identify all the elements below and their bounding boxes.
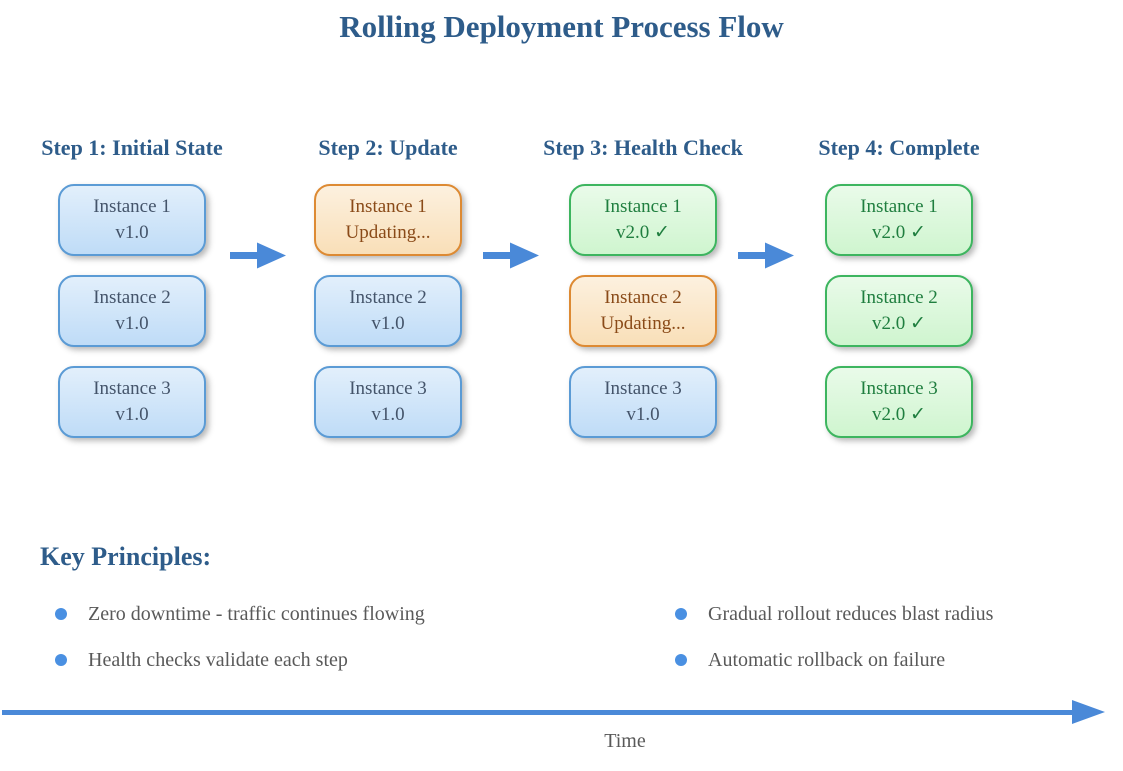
instance-status: v1.0 bbox=[626, 404, 660, 425]
step-3-header: Step 3: Health Check bbox=[543, 135, 743, 160]
instance-status: v1.0 bbox=[371, 313, 405, 334]
bullet-dot-icon bbox=[675, 608, 687, 620]
instance-name: Instance 1 bbox=[93, 196, 171, 217]
bullet-dot-icon bbox=[675, 654, 687, 666]
step-3-instances: Instance 1 v2.0 ✓ Instance 2 Updating...… bbox=[528, 184, 758, 438]
instance-status: v1.0 bbox=[115, 313, 149, 334]
instance-card: Instance 1 v1.0 bbox=[58, 184, 206, 256]
flow-arrow-2 bbox=[483, 242, 539, 269]
principle-item: Gradual rollout reduces blast radius bbox=[675, 602, 993, 626]
step-4-instances: Instance 1 v2.0 ✓ Instance 2 v2.0 ✓ Inst… bbox=[784, 184, 1014, 438]
instance-name: Instance 3 bbox=[93, 378, 171, 399]
instance-card: Instance 3 v1.0 bbox=[58, 366, 206, 438]
instance-card: Instance 1 v2.0 ✓ bbox=[569, 184, 717, 256]
instance-name: Instance 1 bbox=[349, 196, 427, 217]
principle-text: Automatic rollback on failure bbox=[708, 648, 946, 671]
time-axis-line bbox=[2, 710, 1073, 715]
instance-card: Instance 2 Updating... bbox=[569, 275, 717, 347]
principle-item: Automatic rollback on failure bbox=[675, 648, 993, 672]
right-arrow-icon bbox=[738, 242, 794, 269]
instance-name: Instance 1 bbox=[604, 196, 682, 217]
instance-card: Instance 1 v2.0 ✓ bbox=[825, 184, 973, 256]
instance-card: Instance 3 v1.0 bbox=[569, 366, 717, 438]
instance-name: Instance 2 bbox=[604, 287, 682, 308]
instance-status: v1.0 bbox=[115, 404, 149, 425]
principle-text: Zero downtime - traffic continues flowin… bbox=[88, 602, 425, 625]
step-2-header: Step 2: Update bbox=[318, 135, 458, 160]
instance-status: v2.0 ✓ bbox=[616, 222, 670, 243]
instance-name: Instance 3 bbox=[604, 378, 682, 399]
instance-card: Instance 1 Updating... bbox=[314, 184, 462, 256]
instance-name: Instance 3 bbox=[860, 378, 938, 399]
key-principles-left-column: Zero downtime - traffic continues flowin… bbox=[55, 602, 425, 672]
instance-status: v2.0 ✓ bbox=[872, 404, 926, 425]
bullet-dot-icon bbox=[55, 654, 67, 666]
flow-arrow-1 bbox=[230, 242, 286, 269]
step-column-2: Step 2: Update Instance 1 Updating... In… bbox=[273, 133, 503, 457]
instance-status: v1.0 bbox=[115, 222, 149, 243]
time-axis-arrowhead-icon bbox=[1072, 700, 1105, 724]
step-4-header: Step 4: Complete bbox=[818, 135, 980, 160]
instance-name: Instance 1 bbox=[860, 196, 938, 217]
principle-item: Zero downtime - traffic continues flowin… bbox=[55, 602, 425, 626]
bullet-dot-icon bbox=[55, 608, 67, 620]
instance-card: Instance 2 v1.0 bbox=[58, 275, 206, 347]
step-column-1: Step 1: Initial State Instance 1 v1.0 In… bbox=[17, 133, 247, 457]
instance-name: Instance 2 bbox=[93, 287, 171, 308]
instance-card: Instance 2 v2.0 ✓ bbox=[825, 275, 973, 347]
principle-item: Health checks validate each step bbox=[55, 648, 425, 672]
step-1-header: Step 1: Initial State bbox=[41, 135, 223, 160]
page-title: Rolling Deployment Process Flow bbox=[339, 9, 784, 44]
step-column-3: Step 3: Health Check Instance 1 v2.0 ✓ I… bbox=[528, 133, 758, 457]
instance-card: Instance 2 v1.0 bbox=[314, 275, 462, 347]
flow-arrow-3 bbox=[738, 242, 794, 269]
step-1-instances: Instance 1 v1.0 Instance 2 v1.0 Instance… bbox=[17, 184, 247, 438]
instance-name: Instance 2 bbox=[860, 287, 938, 308]
step-column-4: Step 4: Complete Instance 1 v2.0 ✓ Insta… bbox=[784, 133, 1014, 457]
key-principles-heading: Key Principles: bbox=[40, 542, 212, 571]
key-principles-right-column: Gradual rollout reduces blast radius Aut… bbox=[675, 602, 993, 672]
instance-card: Instance 3 v1.0 bbox=[314, 366, 462, 438]
instance-status: Updating... bbox=[600, 313, 686, 334]
right-arrow-icon bbox=[483, 242, 539, 269]
principle-text: Health checks validate each step bbox=[88, 648, 348, 671]
instance-status: Updating... bbox=[345, 222, 431, 243]
instance-status: v2.0 ✓ bbox=[872, 222, 926, 243]
instance-name: Instance 3 bbox=[349, 378, 427, 399]
instance-status: v2.0 ✓ bbox=[872, 313, 926, 334]
instance-name: Instance 2 bbox=[349, 287, 427, 308]
principle-text: Gradual rollout reduces blast radius bbox=[708, 602, 994, 625]
time-axis-label: Time bbox=[604, 730, 646, 752]
right-arrow-icon bbox=[230, 242, 286, 269]
step-2-instances: Instance 1 Updating... Instance 2 v1.0 I… bbox=[273, 184, 503, 438]
instance-card: Instance 3 v2.0 ✓ bbox=[825, 366, 973, 438]
instance-status: v1.0 bbox=[371, 404, 405, 425]
